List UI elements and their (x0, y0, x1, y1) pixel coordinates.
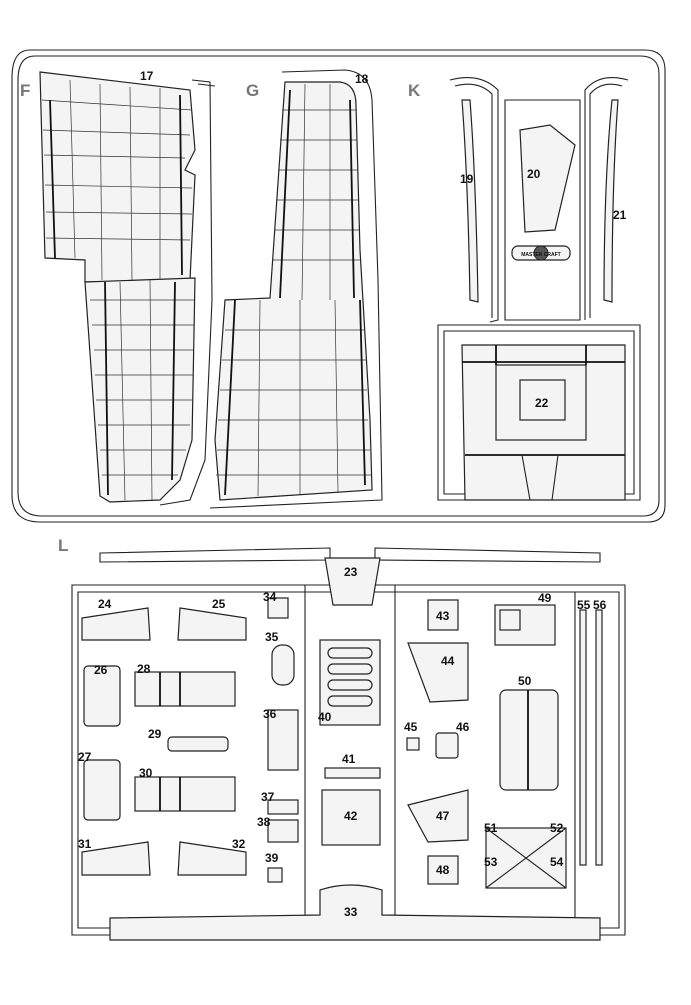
section-labels: F G K L (20, 81, 421, 555)
part-label: 32 (232, 837, 246, 851)
part-label: 56 (593, 598, 607, 612)
part-label: 54 (550, 855, 564, 869)
part-label: 28 (137, 662, 151, 676)
part-label: 23 (344, 565, 358, 579)
part-label: 44 (441, 654, 455, 668)
wing-panel-g (209, 69, 383, 509)
upper-sprue-frame (11, 49, 666, 523)
part-label: 51 (484, 821, 498, 835)
part-label: 24 (98, 597, 112, 611)
part-label: 37 (261, 790, 275, 804)
part-label: 25 (212, 597, 226, 611)
part-label: 38 (257, 815, 271, 829)
part-label: 17 (140, 69, 154, 83)
part-label: 21 (613, 208, 627, 222)
part-label: 20 (527, 167, 541, 181)
part-label: 34 (263, 590, 277, 604)
part-label: 29 (148, 727, 162, 741)
sprue-k-lower (437, 324, 641, 501)
part-label: 42 (344, 809, 358, 823)
part-label: 35 (265, 630, 279, 644)
lower-right-parts (406, 599, 603, 889)
part-label: 43 (436, 609, 450, 623)
part-label: 45 (404, 720, 418, 734)
part-label: 47 (436, 809, 450, 823)
part-label: 36 (263, 707, 277, 721)
part-label: 41 (342, 752, 356, 766)
part-label: 55 (577, 598, 591, 612)
part-label: 26 (94, 663, 108, 677)
part-label: 48 (436, 863, 450, 877)
part-label: 49 (538, 591, 552, 605)
part-label: 19 (460, 172, 474, 186)
section-g-label: G (246, 81, 259, 100)
logo-text: MASTER CRAFT (521, 252, 560, 258)
wing-panel-f (39, 71, 216, 506)
part-label: 33 (344, 905, 358, 919)
section-f-label: F (20, 81, 30, 100)
part-label: 18 (355, 72, 369, 86)
part-label: 52 (550, 821, 564, 835)
part-label: 31 (78, 837, 92, 851)
part-33 (109, 884, 601, 941)
part-label: 27 (78, 750, 92, 764)
part-label: 50 (518, 674, 532, 688)
lower-middle-parts (267, 597, 381, 883)
sprue-k: MASTER CRAFT (449, 77, 629, 323)
part-number-labels: 17 18 19 20 21 22 23 24 25 26 27 28 29 3… (78, 69, 627, 919)
part-label: 22 (535, 396, 549, 410)
part-23 (324, 557, 381, 606)
part-label: 30 (139, 766, 153, 780)
section-l-label: L (58, 536, 68, 555)
section-k-label: K (408, 81, 421, 100)
part-label: 40 (318, 710, 332, 724)
lower-left-parts (81, 607, 247, 876)
part-label: 53 (484, 855, 498, 869)
part-label: 46 (456, 720, 470, 734)
part-label: 39 (265, 851, 279, 865)
